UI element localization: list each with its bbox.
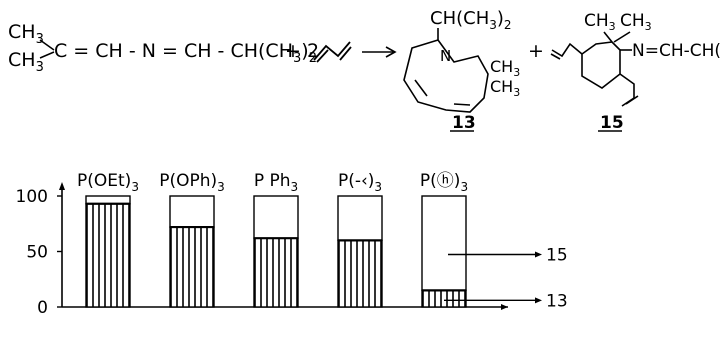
category-label: P Ph3 — [254, 171, 298, 194]
bar-segment-15 — [337, 195, 383, 242]
bar-segment-13 — [337, 239, 383, 308]
reactant-chain: C = CH - N = CH - CH(CH3)2 — [54, 40, 317, 66]
butadiene-coefficient: + 2 — [285, 40, 319, 62]
product13-number: 13 — [452, 113, 476, 133]
reactant-ch3-top: CH3 — [8, 21, 44, 47]
y-axis-arrow — [59, 182, 65, 190]
y-tick-label: 50 — [26, 243, 48, 263]
annotation-arrowhead — [535, 297, 542, 304]
product15-ch3-a: CH3 — [584, 11, 616, 33]
y-tick-label: 100 — [16, 187, 48, 207]
bar-segment-13 — [421, 289, 467, 308]
bar-segment-15 — [253, 195, 299, 239]
annotation-label: 13 — [546, 291, 568, 311]
product15-number: 15 — [600, 113, 624, 133]
bar-segment-15 — [169, 195, 215, 228]
product15-chain: N=CH-CH(CH3)2 — [632, 41, 720, 63]
butadiene-structure — [313, 41, 352, 63]
annotation-label: 15 — [546, 245, 568, 265]
bar-segment-15 — [421, 195, 467, 292]
x-axis-arrow — [501, 304, 508, 310]
bar-segment-13 — [169, 226, 215, 308]
bars — [85, 195, 467, 308]
category-label: P(OEt)3 — [77, 171, 139, 194]
product13-ch3-a: CH3 — [490, 57, 520, 79]
annotation-arrowhead — [535, 251, 542, 258]
bar-segment-13 — [85, 203, 131, 308]
product13-ring — [403, 28, 489, 113]
reactant-ch3-bottom: CH3 — [8, 49, 44, 75]
product15-ch3-b: CH3 — [620, 11, 652, 33]
category-labels: P(OEt)3 P(OPh)3 P Ph3 P(-‹)3 P(ⓗ)3 — [77, 171, 468, 194]
y-ticks: 0 50 100 — [16, 187, 62, 318]
stacked-bar-chart: 0 50 100 P(OEt)3 P(OPh)3 P Ph3 P(-‹)3 P(ⓗ)3 15… — [16, 171, 568, 318]
product15-ring — [550, 31, 639, 107]
category-label: P(ⓗ)3 — [420, 171, 468, 194]
category-label: P(-‹)3 — [338, 171, 382, 194]
category-label: P(OPh)3 — [159, 171, 225, 194]
bar-segment-15 — [85, 195, 131, 205]
reaction-scheme: CH3 CH3 C = CH - N = CH - CH(CH3)2 + 2 C… — [8, 8, 720, 133]
product13-nitrogen: N — [440, 47, 451, 65]
plus-sign: + — [528, 40, 544, 62]
product13-ch3-b: CH3 — [490, 77, 520, 99]
product13-isopropyl: CH(CH3)2 — [430, 8, 512, 32]
reaction-arrow — [362, 46, 397, 58]
bar-segment-13 — [253, 237, 299, 308]
y-tick-label: 0 — [37, 298, 48, 318]
